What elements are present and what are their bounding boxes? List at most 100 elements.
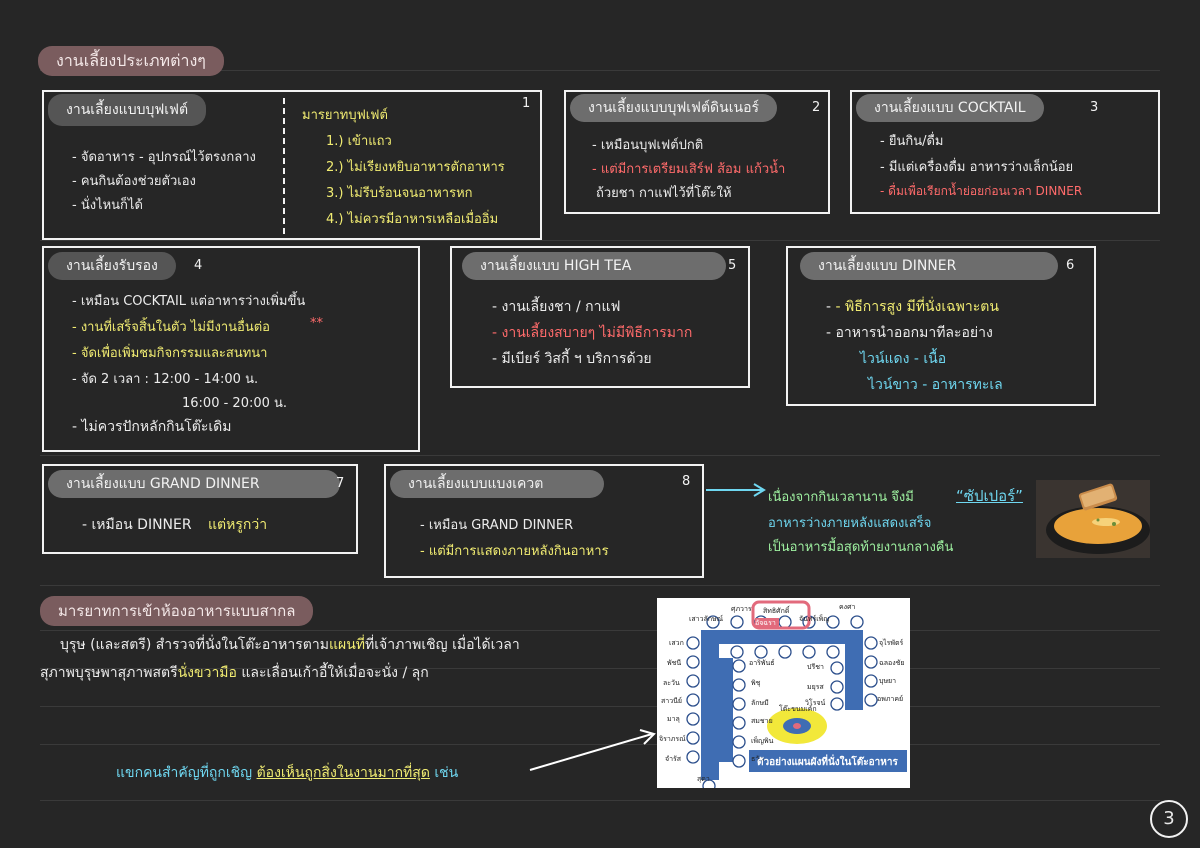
seat-name: อพภาคย์ <box>877 695 904 703</box>
card-line: - จัดอาหาร - อุปกรณ์ไว้ตรงกลาง <box>72 150 256 165</box>
ruled-line <box>40 630 1160 631</box>
card-line: - มีแต่เครื่องดื่ม อาหารว่างเล็กน้อย <box>880 160 1074 175</box>
seat-name: พิชุ <box>751 679 761 687</box>
seat-name: ศุภวาร <box>731 605 752 613</box>
card-line: - - พิธีการสูง มีที่นั่งเฉพาะตน <box>826 299 999 315</box>
card-line: - มีเบียร์ วิสกี้ ฯ บริการด้วย <box>492 351 652 367</box>
card-line: - เหมือน COCKTAIL แต่อาหารว่างเพิ่มขึ้น <box>72 294 306 309</box>
card-number: 6 <box>1066 258 1075 273</box>
supper-line: เป็นอาหารมื้อสุดท้ายงานกลางคืน <box>768 540 954 555</box>
card-label: งานเลี้ยงแบบ COCKTAIL <box>856 94 1044 122</box>
ruled-line <box>40 70 1160 71</box>
card-line: - แต่มีการเตรียมเสิร์ฟ ส้อม แก้วน้ำ <box>592 162 786 177</box>
card-grand-dinner <box>42 464 358 554</box>
card-label: งานเลี้ยงแบบแบงเควต <box>390 470 604 498</box>
card-line: - งานที่เสร็จสิ้นในตัว ไม่มีงานอื่นต่อ <box>72 320 270 335</box>
card-line: - อาหารนำออกมาทีละอย่าง <box>826 325 993 341</box>
seating-plan: เสาวลักษณ์ ศุภวาร สิทธิศักดิ์ อัจฉรา จัน… <box>657 598 910 788</box>
card-line: - ดื่มเพื่อเรียกน้ำย่อยก่อนเวลา DINNER <box>880 184 1083 198</box>
card-label: งานเลี้ยงแบบบุฟเฟต์ดินเนอร์ <box>570 94 778 122</box>
manner-item: 4.) ไม่ควรมีอาหารเหลือเมื่ออิ่ม <box>326 212 499 227</box>
dashed-divider <box>283 98 285 234</box>
card-number: 3 <box>1090 100 1099 115</box>
card-line: ถ้วยชา กาแฟไว้ที่โต๊ะให้ <box>596 186 732 201</box>
card-line: - นั่งไหนก็ได้ <box>72 198 143 213</box>
card-number: 1 <box>522 96 531 111</box>
card-number: 2 <box>812 100 821 115</box>
seat-name: จันทร์เพ็ญ <box>799 615 830 623</box>
seat-name: ละวัน <box>663 679 680 687</box>
plan-caption: ตัวอย่างแผนผังที่นั่งในโต๊ะอาหาร <box>757 757 898 768</box>
card-number: 7 <box>336 476 345 491</box>
supper-word: “ซัปเปอร์” <box>956 487 1023 505</box>
seat-name: อาริพันธ์ <box>749 659 775 667</box>
card-line: - เหมือน GRAND DINNER <box>420 518 574 533</box>
page-title: งานเลี้ยงประเภทต่างๆ <box>38 46 224 76</box>
seat-name: เสวก <box>669 639 684 647</box>
manner-title: มารยาทบุฟเฟต์ <box>302 108 388 123</box>
seat-name: สิทธิศักดิ์ <box>763 607 790 615</box>
card-banquet <box>384 464 704 578</box>
card-line: - ไม่ควรปักหลักกินโต๊ะเดิม <box>72 419 232 435</box>
supper-line: อาหารว่างภายหลังแสดงเสร็จ <box>768 516 932 531</box>
paragraph-line: บุรุษ (และสตรี) สำรวจที่นั่งในโต๊ะอาหารต… <box>60 637 520 653</box>
card-label: งานเลี้ยงแบบบุฟเฟต์ <box>48 94 207 126</box>
seat-name: คงศา <box>839 603 856 611</box>
seat-name: สมชาย <box>751 717 773 725</box>
card-number: 4 <box>194 258 203 273</box>
ruled-line <box>40 744 1160 745</box>
card-line: - เหมือน DINNER <box>82 517 192 533</box>
seat-name: พัชนี <box>667 659 682 667</box>
card-line: - คนกินต้องช่วยตัวเอง <box>72 174 196 189</box>
card-line: - แต่มีการแสดงภายหลังกินอาหาร <box>420 544 609 559</box>
card-dinner <box>786 246 1096 406</box>
card-label: งานเลี้ยงแบบ HIGH TEA <box>462 252 726 280</box>
seat-name: วิโรจน์ <box>805 699 826 707</box>
host-seat: อัจฉรา <box>755 619 776 627</box>
card-line: - จัดเพื่อเพิ่มชมกิจกรรมและสนทนา <box>72 346 268 361</box>
seat-name: จิราภรณ์ <box>659 735 686 743</box>
card-line: - จัด 2 เวลา : 12:00 - 14:00 น. <box>72 372 259 387</box>
manner-item: 3.) ไม่รีบร้อนจนอาหารหก <box>326 186 473 201</box>
arrow-right-icon <box>706 483 766 497</box>
seat-name: ปรีชา <box>807 663 824 671</box>
card-cocktail <box>850 90 1160 214</box>
seat-name: ฉลองชัย <box>879 659 905 667</box>
ruled-line <box>40 585 1160 586</box>
card-number: 5 <box>728 258 737 273</box>
note-line: แขกคนสำคัญที่ถูกเชิญ ต้องเห็นถูกสิ่งในงา… <box>116 765 459 781</box>
supper-line: เนื่องจากกินเวลานาน จึงมี <box>768 490 914 505</box>
card-line: - เหมือนบุฟเฟต์ปกติ <box>592 138 704 153</box>
seat-name: สุดา <box>697 775 710 783</box>
asterisk-mark: ** <box>310 316 323 331</box>
ruled-line <box>40 455 1160 456</box>
card-label: งานเลี้ยงรับรอง <box>48 252 176 280</box>
seat-name: สาวนีย์ <box>661 697 683 705</box>
soup-bowl-image <box>1036 480 1150 558</box>
cake-table-label: โต๊ะขนมเค้ก <box>779 705 817 713</box>
section-title: มารยาทการเข้าห้องอาหารแบบสากล <box>40 596 314 626</box>
card-line: 16:00 - 20:00 น. <box>182 396 288 411</box>
card-line: - งานเลี้ยงชา / กาแฟ <box>492 299 621 315</box>
seat-name: ลักษมี <box>751 699 769 707</box>
page-number: 3 <box>1150 800 1188 838</box>
card-line: ไวน์แดง - เนื้อ <box>860 351 947 367</box>
card-buffet-dinner <box>564 90 830 214</box>
seat-name: จำรัส <box>665 755 682 763</box>
seat-name: ธวัช <box>751 755 764 763</box>
seating-plan-diagram <box>686 600 907 788</box>
seat-name: บุษยา <box>879 677 897 685</box>
card-line: - งานเลี้ยงสบายๆ ไม่มีพิธีการมาก <box>492 325 693 341</box>
seat-name: จุไรพัตร์ <box>879 639 904 647</box>
ruled-line <box>40 668 1160 669</box>
manner-item: 1.) เข้าแถว <box>326 134 392 149</box>
ruled-line <box>40 240 1160 241</box>
arrow-icon <box>529 729 656 771</box>
card-line: แต่หรูกว่า <box>208 517 268 533</box>
ruled-line <box>40 706 1160 707</box>
ruled-line <box>40 800 1160 801</box>
card-buffet <box>42 90 542 240</box>
seat-name: เพ็ญพิน <box>751 737 774 745</box>
paragraph-line: สุภาพบุรุษพาสุภาพสตรีนั่งขวามือ และเลื่อ… <box>40 665 429 681</box>
card-label: งานเลี้ยงแบบ GRAND DINNER <box>48 470 340 498</box>
